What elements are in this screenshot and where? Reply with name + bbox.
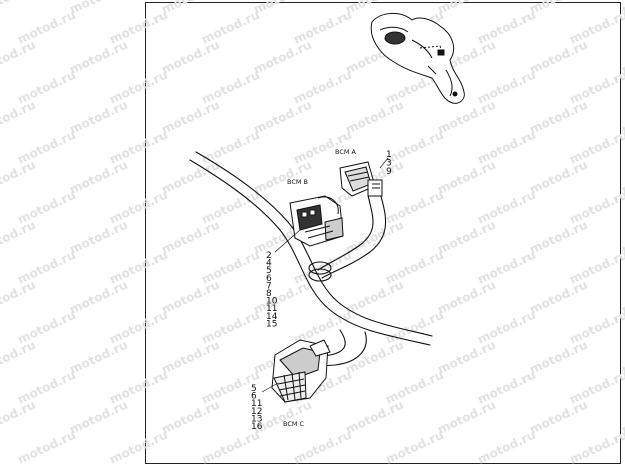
watermark-text: motod.ru <box>383 428 445 467</box>
bcm_c-pin-11: 11 <box>251 399 262 409</box>
watermark-text: motod.ru <box>343 98 405 137</box>
watermark-text: motod.ru <box>0 218 38 257</box>
watermark-text: motod.ru <box>435 218 497 257</box>
watermark-text: motod.ru <box>15 428 77 467</box>
watermark-text: motod.ru <box>251 278 313 317</box>
watermark-text: motod.ru <box>0 278 38 317</box>
watermark-text: motod.ru <box>159 338 221 377</box>
bcm-a-connector <box>339 161 383 197</box>
bcm_b-pin-10: 10 <box>266 297 278 307</box>
watermark-text: motod.ru <box>67 338 129 377</box>
watermark-text: motod.ru <box>159 398 221 437</box>
wire-harness <box>189 151 433 367</box>
watermark-text: motod.ru <box>0 158 38 197</box>
bcm_c-pin-6: 6 <box>251 392 257 402</box>
watermark-text: motod.ru <box>343 278 405 317</box>
watermark-text: motod.ru <box>291 428 353 467</box>
watermark-text: motod.ru <box>567 428 625 467</box>
watermark-text: motod.ru <box>343 218 405 257</box>
watermark-text: motod.ru <box>0 0 38 17</box>
watermark-text: motod.ru <box>0 338 38 377</box>
bcm_b-pin-15: 15 <box>266 319 277 329</box>
bcm_c-pin-5: 5 <box>251 384 257 394</box>
watermark-text: motod.ru <box>527 98 589 137</box>
watermark-text: motod.ru <box>435 398 497 437</box>
watermark-text: motod.ru <box>527 338 589 377</box>
watermark-text: motod.ru <box>527 0 589 17</box>
watermark-text: motod.ru <box>527 38 589 77</box>
watermark-text: motod.ru <box>159 0 221 17</box>
watermark-text: motod.ru <box>159 278 221 317</box>
bcm_b-pin-2: 2 <box>266 251 272 261</box>
watermark-text: motod.ru <box>527 398 589 437</box>
watermark-text: motod.ru <box>0 398 38 437</box>
watermark-text: motod.ru <box>159 218 221 257</box>
watermark-text: motod.ru <box>527 158 589 197</box>
watermark-text: motod.ru <box>251 38 313 77</box>
watermark-text: motod.ru <box>67 398 129 437</box>
watermark-text: motod.ru <box>527 278 589 317</box>
bcm_b-pin-6: 6 <box>266 274 272 284</box>
bcm-c-label: BCM C <box>283 420 305 428</box>
bcm_b-pin-5: 5 <box>266 266 272 276</box>
watermark-text: motod.ru <box>527 218 589 257</box>
watermark-text: motod.ru <box>67 278 129 317</box>
bcm_b-pin-8: 8 <box>266 289 272 299</box>
bcm_a-pin-3: 3 <box>386 159 392 169</box>
watermark-text: motod.ru <box>159 98 221 137</box>
watermark-text: motod.ru <box>159 38 221 77</box>
watermark-text: motod.ru <box>67 98 129 137</box>
leader-lines <box>261 157 389 393</box>
vehicle-locator-icon <box>370 13 465 104</box>
watermark-text: motod.ru <box>107 428 169 467</box>
watermark-text: motod.ru <box>251 0 313 17</box>
bcm_a-pin-1: 1 <box>386 150 392 160</box>
watermark-text: motod.ru <box>475 428 537 467</box>
watermark-text: motod.ru <box>0 38 38 77</box>
watermark-text: motod.ru <box>67 38 129 77</box>
bcm-b-label: BCM B <box>287 178 308 186</box>
watermark-text: motod.ru <box>199 428 261 467</box>
bcm_b-pin-11: 11 <box>266 304 277 314</box>
watermark-text: motod.ru <box>435 98 497 137</box>
bcm-c-connector <box>271 339 331 403</box>
bcm-b-connector <box>289 195 344 247</box>
bcm_a-pin-9: 9 <box>386 167 392 177</box>
bcm-a-pin-list: 139 <box>386 150 392 177</box>
watermark-text: motod.ru <box>435 158 497 197</box>
watermark-text: motod.ru <box>435 0 497 17</box>
watermark-text: motod.ru <box>67 218 129 257</box>
watermark-text: motod.ru <box>0 98 38 137</box>
bcm_b-pin-7: 7 <box>266 281 272 291</box>
watermark-text: motod.ru <box>251 98 313 137</box>
diagram-frame <box>145 2 621 464</box>
bcm_c-pin-12: 12 <box>251 407 262 417</box>
watermark-text: motod.ru <box>435 338 497 377</box>
watermark-text: motod.ru <box>343 338 405 377</box>
watermark-text: motod.ru <box>435 278 497 317</box>
watermark-text: motod.ru <box>159 158 221 197</box>
watermark-text: motod.ru <box>343 398 405 437</box>
watermark-text: motod.ru <box>619 0 625 17</box>
bcm-a-label: BCM A <box>335 148 357 156</box>
bcm_c-pin-13: 13 <box>251 414 262 424</box>
bcm_c-pin-16: 16 <box>251 422 263 432</box>
watermark-text: motod.ru <box>67 158 129 197</box>
bcm_b-pin-14: 14 <box>266 312 278 322</box>
watermark-text: motod.ru <box>67 0 129 17</box>
bcm_b-pin-4: 4 <box>266 259 272 269</box>
